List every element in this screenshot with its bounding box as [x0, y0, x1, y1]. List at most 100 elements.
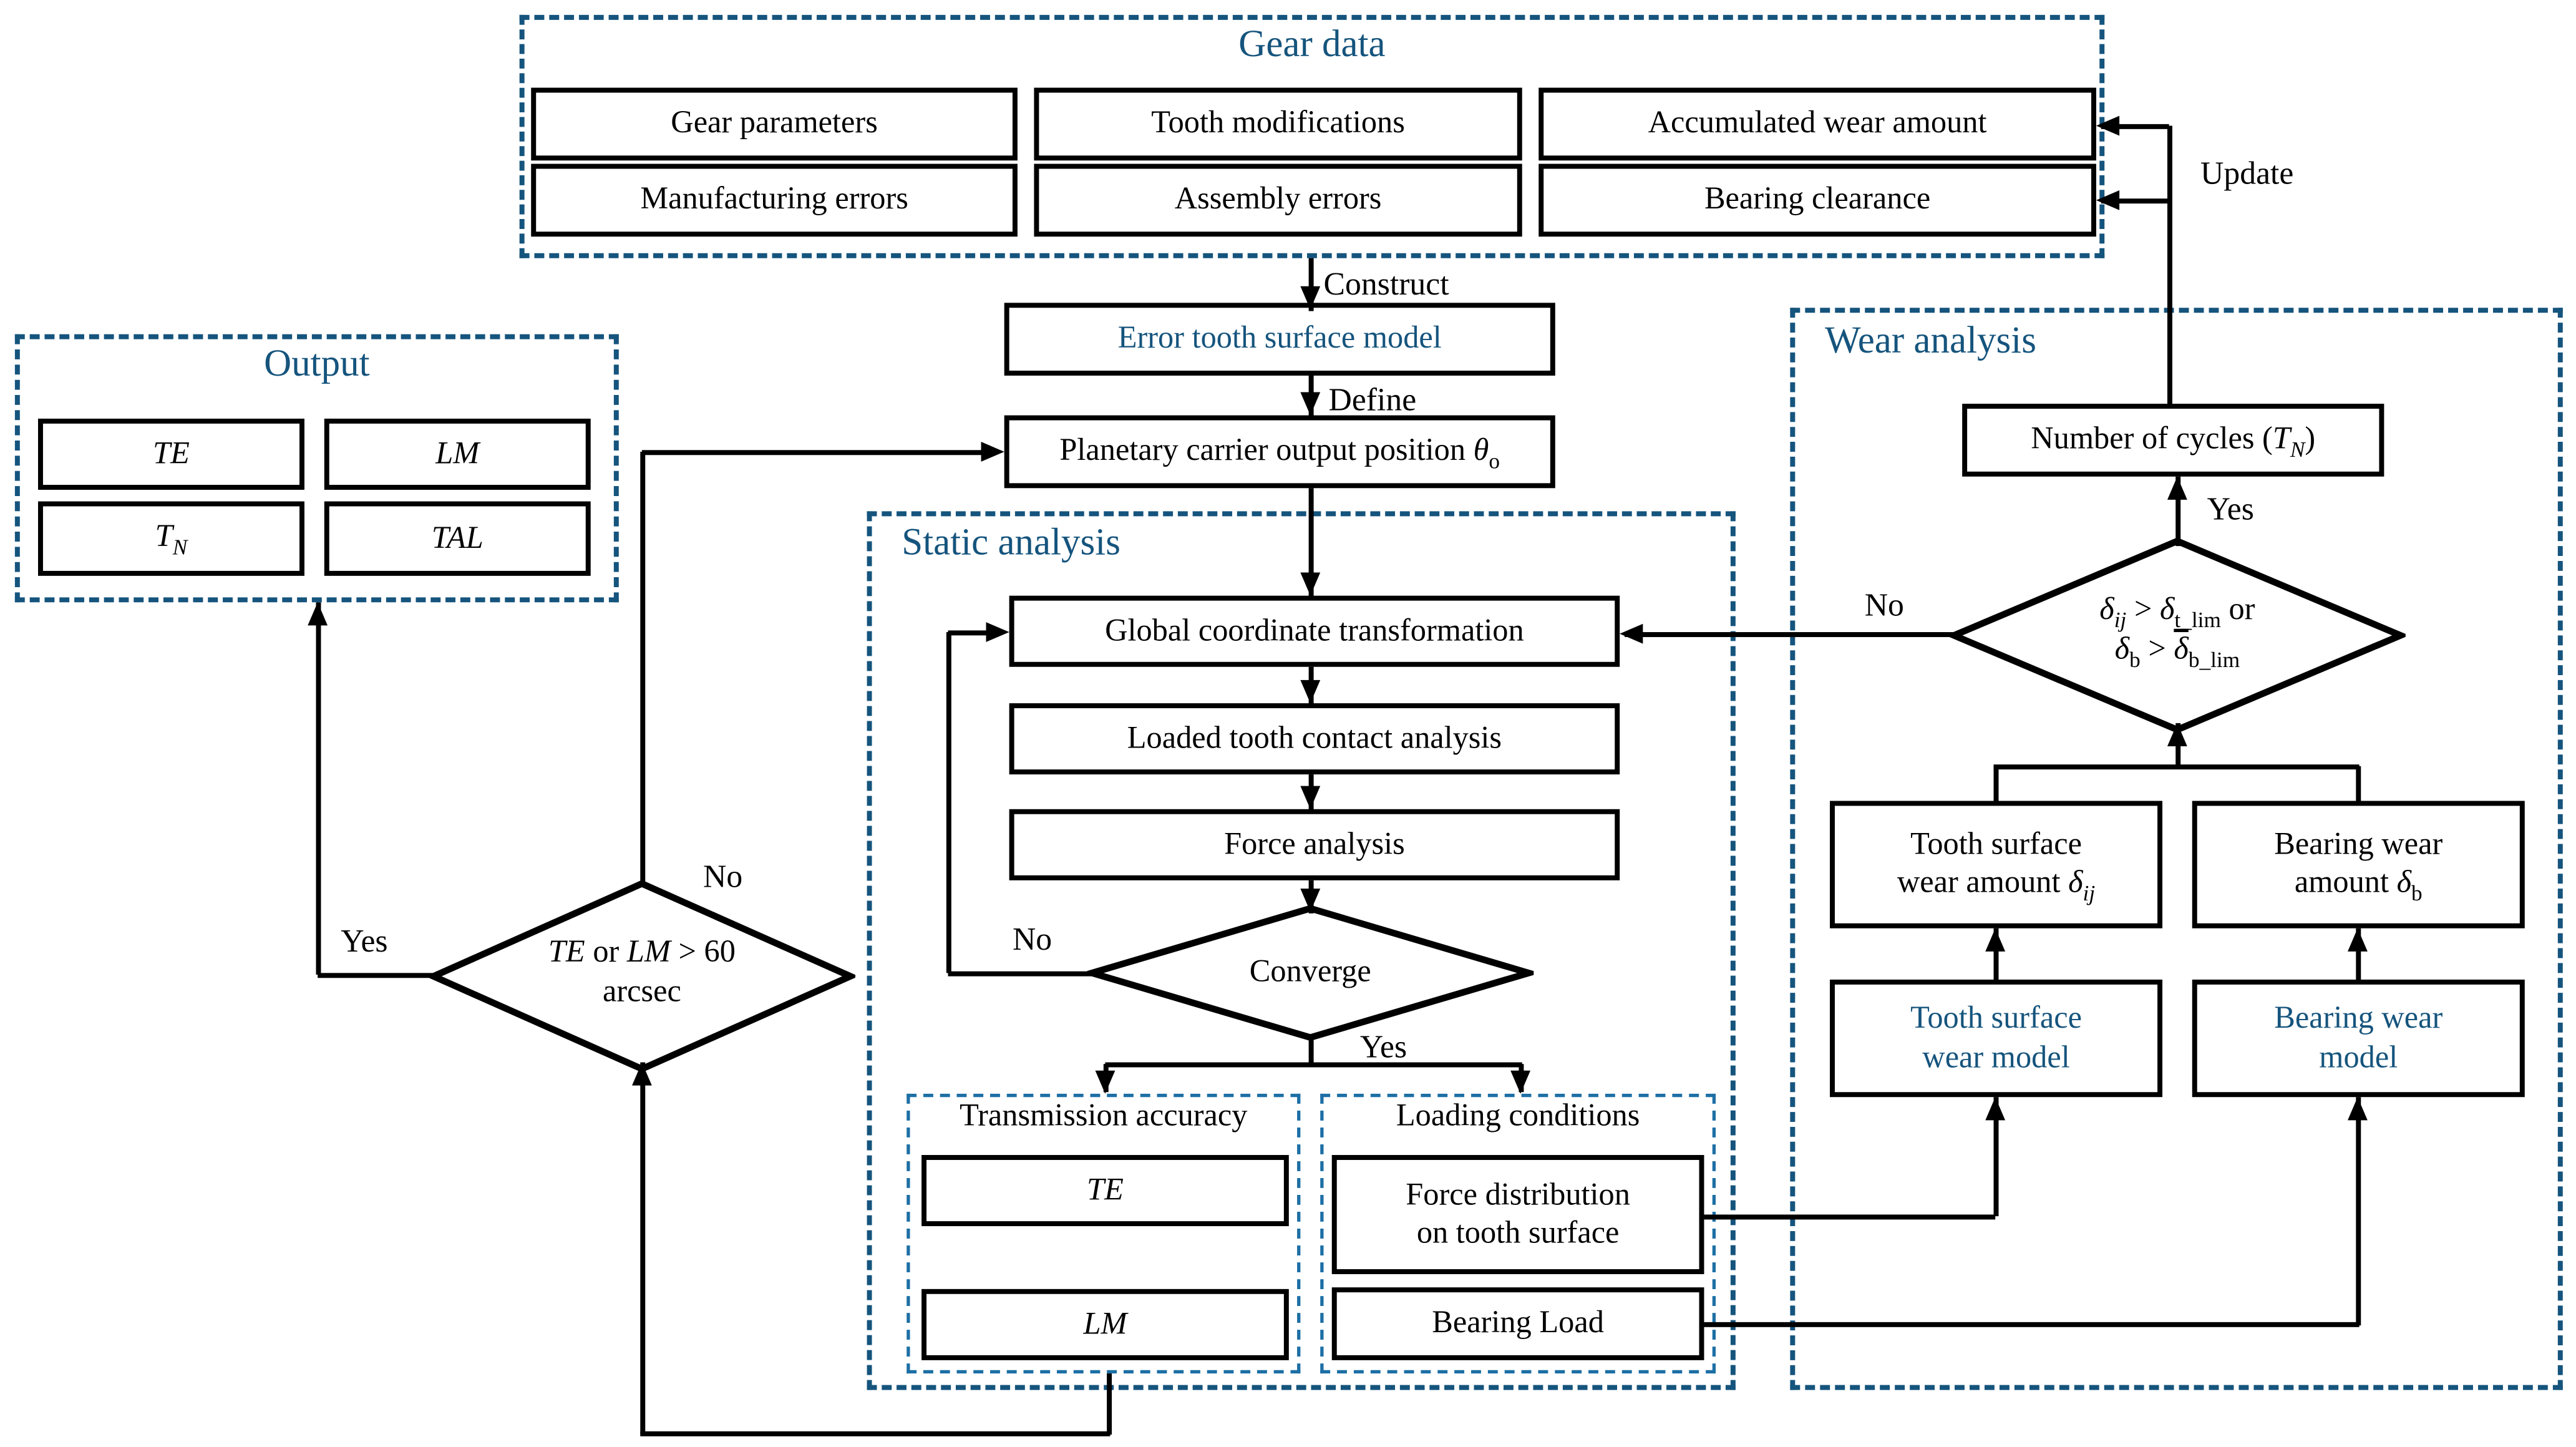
box-label: amount δb [2295, 864, 2423, 904]
box-label: wear amount δij [1897, 864, 2095, 904]
box-label: Bearing wear [2274, 1001, 2443, 1036]
box-label: TE [153, 436, 190, 472]
flow-line [640, 1431, 1111, 1436]
box-te-result: TE [921, 1155, 1289, 1227]
flow-line [1105, 1062, 1522, 1067]
box-label: Tooth modifications [1151, 106, 1405, 142]
flow-line [2101, 124, 2169, 129]
label-text: > 60 [670, 935, 736, 970]
flow-line [1308, 488, 1313, 598]
label-text: wear amount [1897, 865, 2069, 900]
box-loaded-tooth-contact-analysis: Loaded tooth contact analysis [1009, 703, 1620, 775]
wear-limit-diamond-label: δij > δt_lim or δb > δb_lim [1954, 591, 2401, 671]
box-label: Accumulated wear amount [1648, 106, 1987, 142]
output-panel [14, 334, 619, 603]
box-tooth-surface-wear-amount: Tooth surface wear amount δij [1830, 801, 2163, 928]
define-label: Define [1328, 384, 1417, 419]
arrowhead-down [1300, 786, 1320, 809]
output-title: Output [264, 342, 370, 384]
flow-line [1704, 1214, 1996, 1219]
flow-line [1308, 258, 1313, 311]
arrowhead-up [306, 602, 327, 626]
t-symbol: T [155, 520, 173, 555]
arrowhead-down [1300, 392, 1320, 416]
flow-line [1107, 1373, 1111, 1435]
flow-line [640, 451, 644, 887]
flow-line [640, 1062, 644, 1435]
box-output-lm: LM [324, 418, 591, 490]
flow-line [1993, 928, 1998, 982]
diamond-text-line2: arcsec [602, 974, 681, 1009]
label-text: ) [2305, 421, 2316, 457]
delta-subscript: b_lim [2188, 647, 2240, 673]
arrowhead-down [1509, 1070, 1530, 1094]
telm-yes-label: Yes [341, 925, 388, 960]
wear-no-label: No [1864, 589, 1904, 624]
arrowhead-right [981, 441, 1004, 461]
box-label: Force distribution [1406, 1177, 1630, 1213]
t-subscript: N [172, 535, 188, 560]
flow-line [1625, 632, 1959, 636]
delta-subscript: ij [2083, 880, 2096, 905]
box-tooth-modifications: Tooth modifications [1034, 87, 1522, 161]
box-force-analysis: Force analysis [1009, 809, 1620, 880]
transmission-accuracy-title: Transmission accuracy [960, 1098, 1248, 1134]
box-label: model [2319, 1040, 2398, 1075]
arrowhead-up [2346, 928, 2367, 952]
box-label: TAL [431, 521, 484, 556]
flow-line [2175, 476, 2180, 547]
box-label: LM [435, 436, 480, 472]
arrowhead-left [2096, 189, 2120, 210]
update-label: Update [2200, 157, 2294, 192]
flow-line [948, 630, 998, 635]
flow-line [641, 450, 988, 454]
flow-line [2101, 198, 2169, 203]
label-text: Number of cycles ( [2031, 421, 2273, 457]
loading-conditions-title: Loading conditions [1396, 1098, 1640, 1134]
box-bearing-load: Bearing Load [1331, 1287, 1704, 1360]
box-label: Force analysis [1224, 827, 1405, 862]
flow-line [318, 973, 439, 977]
arrowhead-down [1300, 680, 1320, 704]
box-planetary-carrier-output-position: Planetary carrier output position θo [1004, 415, 1555, 489]
box-label: TN [155, 519, 188, 559]
box-output-te: TE [37, 418, 304, 490]
t-subscript: N [2290, 436, 2305, 462]
arrowhead-up [1984, 928, 2005, 952]
flow-line [946, 632, 951, 973]
lm-symbol: LM [626, 935, 671, 970]
box-label: Tooth surface [1910, 827, 2082, 862]
delta-subscript: ij [2114, 607, 2127, 633]
box-output-tn: TN [37, 501, 304, 576]
diamond-text: Converge [1249, 955, 1371, 990]
arrowhead-down [1094, 1070, 1115, 1094]
telm-no-label: No [703, 860, 743, 895]
box-lm-result: LM [921, 1289, 1289, 1360]
wear-analysis-title: Wear analysis [1825, 319, 2036, 361]
loading-conditions-panel [1320, 1093, 1716, 1374]
box-force-distribution: Force distribution on tooth surface [1331, 1155, 1704, 1274]
box-assembly-errors: Assembly errors [1034, 163, 1522, 237]
arrowhead-up [631, 1062, 651, 1086]
arrowhead-left [2096, 115, 2120, 135]
flow-line [1993, 766, 1998, 803]
box-bearing-wear-model: Bearing wear model [2192, 979, 2525, 1098]
wear-analysis-panel [1790, 308, 2563, 1390]
flow-line [316, 602, 321, 975]
te-lm-diamond-label: TE or LM > 60 arcsec [434, 933, 850, 1012]
gear-data-panel [519, 14, 2105, 258]
box-bearing-clearance: Bearing clearance [1538, 163, 2096, 237]
diamond-text-line1: TE or LM > 60 [434, 933, 850, 973]
arrowhead-up [2166, 476, 2187, 500]
label-text: or [2220, 592, 2255, 628]
flow-line [1308, 1034, 1313, 1066]
box-label: Assembly errors [1174, 182, 1382, 218]
static-analysis-panel [867, 511, 1736, 1390]
box-output-tal: TAL [324, 501, 591, 576]
box-label: Manufacturing errors [640, 182, 908, 218]
box-gear-parameters: Gear parameters [531, 87, 1018, 161]
box-label: Global coordinate transformation [1105, 613, 1524, 649]
arrowhead-up [2166, 723, 2187, 747]
delta-symbol: δ [2099, 592, 2114, 628]
